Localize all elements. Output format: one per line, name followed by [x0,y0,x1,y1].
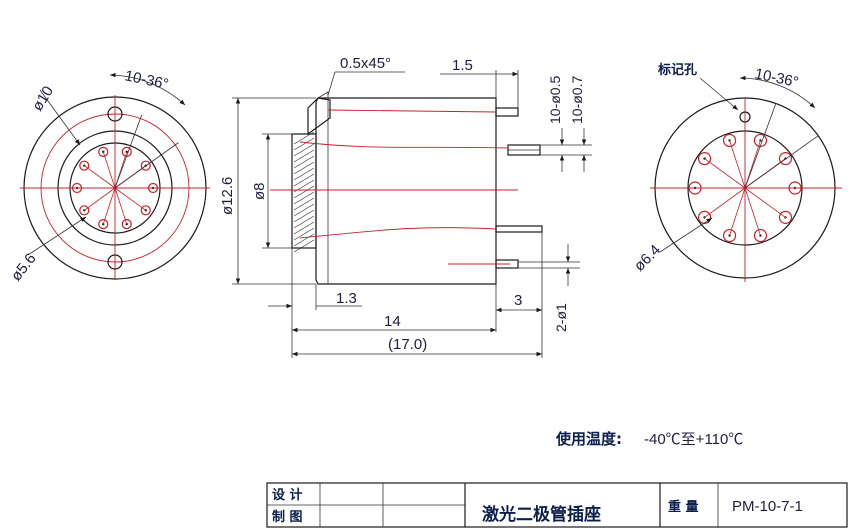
left-pin [140,160,151,171]
right-pin [778,152,793,166]
left-dia-leader [39,89,81,146]
right-angle-arc [739,75,816,109]
body-len-label: 14 [384,313,401,330]
hole-label: 2-ø1 [553,303,569,332]
flange-outline [291,133,317,249]
hatch-line [293,227,315,241]
hatch-line [293,143,315,157]
right-ray [744,187,786,218]
right-ray [729,140,746,189]
tb-part-name: 激光二极管插座 [482,504,601,525]
flange-dia-label: ø8 [251,182,268,200]
section-hatching [293,131,315,253]
right-ray [729,187,746,236]
pin-top [495,107,519,117]
left-ray-ext [114,114,143,189]
hatch-line [293,215,315,229]
right-ray-ext [744,135,819,189]
pin-ext-label: 3 [514,292,522,309]
right-pin [722,228,737,243]
right-ray [744,187,761,236]
hatch-line [293,233,315,247]
left-pin [79,160,90,171]
left-angle-label: 10-36° [123,67,170,93]
tb-design-label: 设 计 [272,487,303,503]
right-ray [704,158,746,189]
hatch-line [293,221,315,235]
wire-1 [299,141,509,149]
hatch-line [293,239,315,253]
hatch-line [293,161,315,175]
wire-2 [327,109,497,113]
right-pin-leader [659,217,713,253]
hatch-line [293,197,315,211]
right-pin [697,210,712,224]
left-pin [79,205,90,216]
left-outer-dia-label: ø10 [29,83,57,114]
pin-dia-b-label: 10-ø0.7 [569,76,585,124]
left-ray [84,187,116,211]
hatch-line [293,167,315,181]
chamfer-line [317,91,329,284]
left-ray [114,187,128,225]
wire-3 [299,227,497,239]
flange-w-label: 1.3 [336,290,357,307]
right-pin [697,152,712,166]
left-pin [98,219,109,230]
right-angle-label: 10-36° [753,65,800,91]
hatch-line [293,185,315,199]
head-section [307,97,331,136]
right-pin-circle-label: ø6.4 [631,242,664,275]
temperature-value: -40℃至+110℃ [644,431,743,448]
hatch-line [293,149,315,163]
left-ray [102,151,116,189]
right-end-view: 10-36° 标记孔 ø6.4 [631,62,842,282]
chamfer-leader [327,71,336,96]
total-len-label: (17.0) [388,336,427,353]
right-ray-ext [744,103,777,189]
title-block: 设 计 制 图 激光二极管插座 重 量 PM-10-7-1 [266,482,848,528]
hatch-line [293,155,315,169]
left-angle-arc [109,72,186,106]
hatch-line [293,209,315,223]
pin-lower-1 [495,225,543,233]
tb-draw-label: 制 图 [272,509,303,525]
temperature-label: 使用温度: [555,430,622,448]
left-pin [140,205,151,216]
right-pin [753,228,768,243]
left-pin [121,219,132,230]
left-pin-leader [27,216,87,256]
left-pin-circle-label: ø5.6 [8,250,40,284]
right-pin [722,133,737,148]
chamfer-label: 0.5x45° [340,55,391,72]
body-dia-label: ø12.6 [219,177,236,215]
body-outline [315,97,497,285]
left-angle-rays [77,114,179,225]
hatch-line [293,191,315,205]
mark-hole-label: 标记孔 [657,62,697,78]
side-section-view: ø12.6 ø8 0.5x45° 1.5 10-ø0.5 10-ø0.7 1.3… [219,55,592,358]
hatch-line [293,137,315,151]
left-ray [102,187,116,225]
hatch-line [293,131,315,145]
hatch-line [293,203,315,217]
mark-leader [699,77,739,111]
left-end-view: 10-36° ø10 ø5.6 [8,67,210,284]
left-ray [84,165,116,189]
tb-part-number: PM-10-7-1 [732,498,803,515]
right-angle-rays [695,103,819,236]
left-ray-ext [114,142,179,189]
right-ray [704,187,746,218]
hatch-line [293,173,315,187]
left-pin [98,146,109,157]
pin-len-label: 1.5 [452,57,473,74]
tb-weight-label: 重 量 [668,499,699,515]
pin-dia-a-label: 10-ø0.5 [547,76,563,124]
right-pin [778,210,793,224]
left-ray [114,187,146,211]
